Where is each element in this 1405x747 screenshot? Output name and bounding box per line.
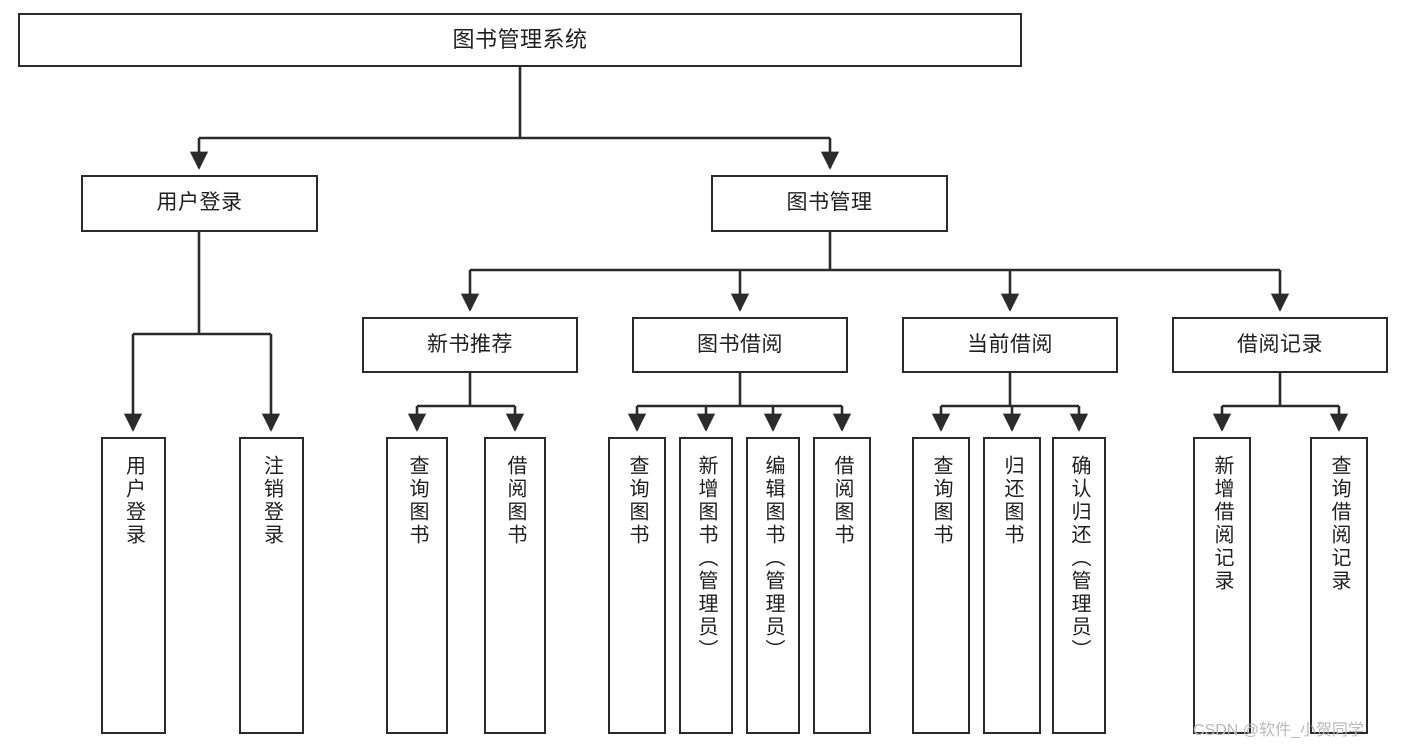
node-leaf-edit-book-label: 编辑图书（管理员） (762, 455, 784, 662)
node-leaf-confirm-return-label: 确认归还（管理员） (1068, 455, 1090, 662)
node-user-login[interactable]: 用户登录 (81, 175, 318, 232)
csdn-watermark: CSDN @软件_小贺同学 (1193, 722, 1364, 739)
node-borrow-record-label: 借阅记录 (1237, 332, 1323, 356)
node-leaf-add-book-label: 新增图书（管理员） (695, 455, 717, 662)
node-book-borrow-label: 图书借阅 (697, 332, 783, 356)
node-leaf-edit-book[interactable]: 编辑图书（管理员） (746, 437, 800, 734)
node-new-book-rec-label: 新书推荐 (427, 332, 513, 356)
node-leaf-return-book[interactable]: 归还图书 (983, 437, 1041, 734)
node-leaf-borrow-book-rec-label: 借阅图书 (504, 455, 526, 547)
node-leaf-query-book-rec[interactable]: 查询图书 (386, 437, 448, 734)
node-borrow-record[interactable]: 借阅记录 (1172, 317, 1388, 373)
node-current-borrow[interactable]: 当前借阅 (902, 317, 1118, 373)
node-book-mgmt[interactable]: 图书管理 (711, 175, 948, 232)
node-leaf-add-book[interactable]: 新增图书（管理员） (679, 437, 733, 734)
node-leaf-add-record-label: 新增借阅记录 (1211, 455, 1233, 593)
node-leaf-borrow-book-b[interactable]: 借阅图书 (813, 437, 871, 734)
node-leaf-query-record-label: 查询借阅记录 (1328, 455, 1350, 593)
node-leaf-user-logout[interactable]: 注销登录 (239, 437, 304, 734)
node-new-book-rec[interactable]: 新书推荐 (362, 317, 578, 373)
node-leaf-add-record[interactable]: 新增借阅记录 (1193, 437, 1251, 734)
node-leaf-user-login[interactable]: 用户登录 (101, 437, 166, 734)
node-root[interactable]: 图书管理系统 (18, 13, 1022, 67)
node-user-login-label: 用户登录 (156, 191, 243, 215)
node-leaf-borrow-book-b-label: 借阅图书 (831, 455, 853, 547)
node-leaf-query-book-rec-label: 查询图书 (406, 455, 428, 547)
node-leaf-return-book-label: 归还图书 (1001, 455, 1023, 547)
node-leaf-query-book-b[interactable]: 查询图书 (608, 437, 666, 734)
node-leaf-query-record[interactable]: 查询借阅记录 (1310, 437, 1368, 734)
node-book-borrow[interactable]: 图书借阅 (632, 317, 848, 373)
node-current-borrow-label: 当前借阅 (967, 332, 1053, 356)
node-leaf-user-logout-label: 注销登录 (260, 455, 283, 547)
node-book-mgmt-label: 图书管理 (786, 191, 873, 215)
node-root-label: 图书管理系统 (452, 27, 588, 53)
node-leaf-query-book-c[interactable]: 查询图书 (912, 437, 970, 734)
node-leaf-query-book-b-label: 查询图书 (626, 455, 648, 547)
node-leaf-query-book-c-label: 查询图书 (930, 455, 952, 547)
node-leaf-borrow-book-rec[interactable]: 借阅图书 (484, 437, 546, 734)
node-leaf-confirm-return[interactable]: 确认归还（管理员） (1052, 437, 1106, 734)
node-leaf-user-login-label: 用户登录 (122, 455, 145, 547)
